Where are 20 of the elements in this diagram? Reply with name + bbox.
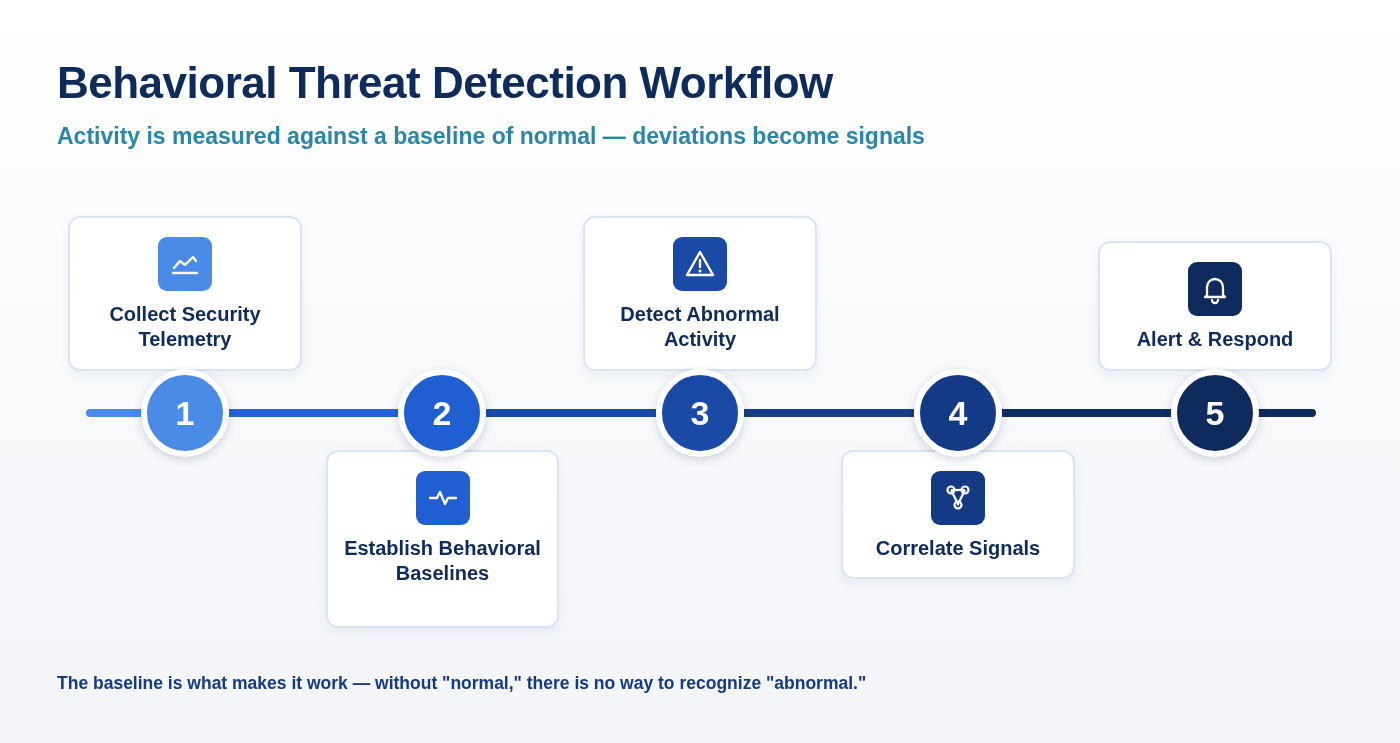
step-card (1098, 241, 1332, 371)
timeline-segment (744, 409, 914, 417)
subtitle: Activity is measured against a baseline of normal — deviations become signals (57, 123, 925, 150)
step-title: Collect Security Telemetry (108, 302, 262, 352)
step-title: Alert & Respond (1135, 327, 1295, 352)
title: Behavioral Threat Detection Workflow (57, 58, 833, 108)
step-title: Correlate Signals (874, 536, 1042, 561)
step-card (841, 450, 1075, 579)
step-number: 1 (141, 369, 229, 457)
step-title: Detect Abnormal Activity (619, 302, 781, 352)
timeline-segment (486, 409, 656, 417)
timeline-segment (1002, 409, 1171, 417)
step-number: 5 (1171, 369, 1259, 457)
step-title: Establish Behavioral Baselines (343, 536, 542, 586)
step-card (326, 450, 559, 628)
step-card (583, 216, 817, 371)
timeline-segment (229, 409, 398, 417)
footnote: The baseline is what makes it work — without "normal," there is no way to recognize "abnormal." (57, 673, 867, 694)
step-number: 3 (656, 369, 744, 457)
step-card (68, 216, 302, 371)
